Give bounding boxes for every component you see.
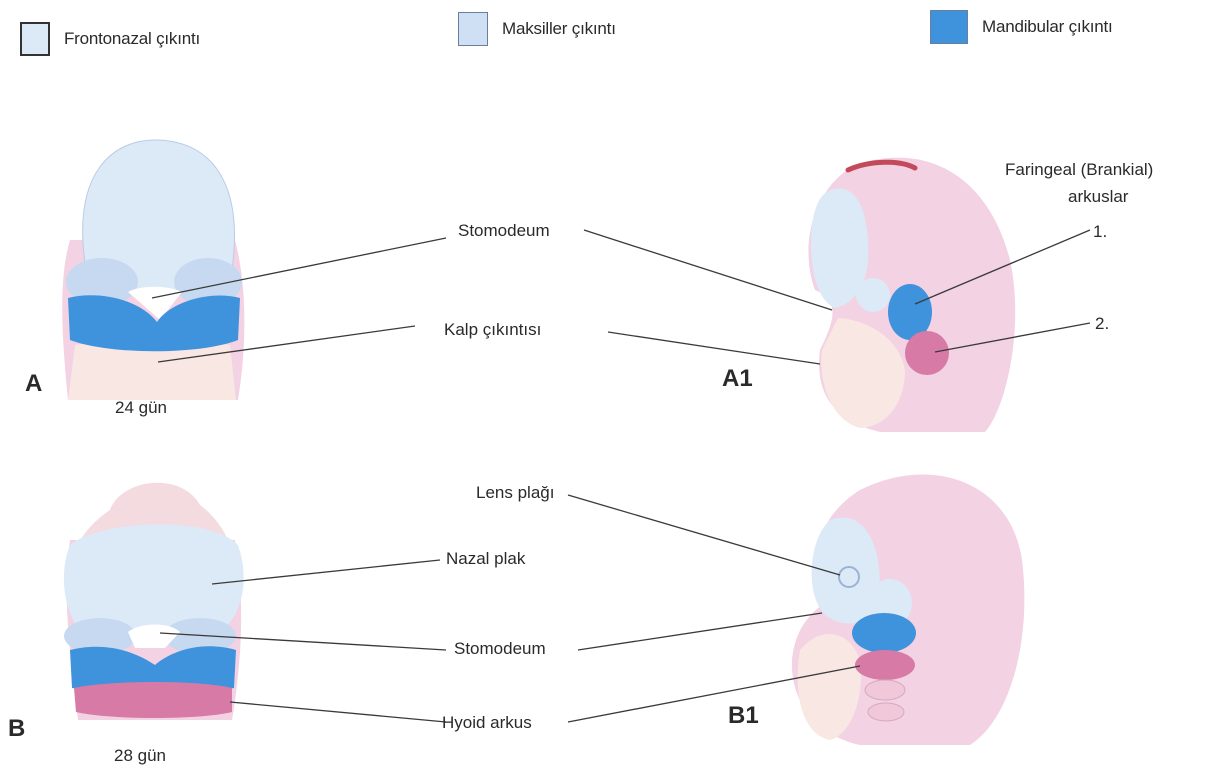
leader-kalp-a1 bbox=[608, 332, 820, 364]
label-faringeal-line1: Faringeal (Brankial) bbox=[1005, 160, 1153, 180]
embryo-a1-lateral bbox=[808, 158, 1015, 432]
leader-hyoid-b bbox=[230, 702, 446, 722]
label-arch-2: 2. bbox=[1095, 314, 1109, 334]
label-stomodeum-bottom: Stomodeum bbox=[454, 639, 546, 659]
embryo-a-frontal bbox=[62, 140, 244, 400]
embryo-b1-hyoid bbox=[855, 650, 915, 680]
panel-label-b1: B1 bbox=[728, 702, 759, 730]
leader-lens bbox=[568, 495, 840, 575]
label-kalp-cikintisi: Kalp çıkıntısı bbox=[444, 320, 541, 340]
label-arch-1: 1. bbox=[1093, 222, 1107, 242]
embryo-b1-arch-3 bbox=[865, 680, 905, 700]
embryo-b-hyoid bbox=[74, 682, 232, 718]
embryo-b-frontal bbox=[64, 483, 244, 720]
embryo-b1-arch-4 bbox=[868, 703, 904, 721]
leader-stomodeum-a1 bbox=[584, 230, 832, 310]
leader-nazal bbox=[212, 560, 440, 584]
panel-label-b: B bbox=[8, 715, 25, 743]
embryo-b1-lateral bbox=[792, 475, 1025, 745]
embryo-a1-arch-2 bbox=[905, 331, 949, 375]
panel-label-a1: A1 bbox=[722, 365, 753, 393]
lens-placode bbox=[839, 567, 859, 587]
embryo-b1-mandibular bbox=[852, 613, 916, 653]
label-lens-plagi: Lens plağı bbox=[476, 483, 554, 503]
day-label-28: 28 gün bbox=[114, 746, 166, 766]
embryo-a1-maxillary bbox=[856, 278, 890, 312]
label-nazal-plak: Nazal plak bbox=[446, 549, 525, 569]
label-stomodeum-top: Stomodeum bbox=[458, 221, 550, 241]
day-label-24: 24 gün bbox=[115, 398, 167, 418]
label-hyoid-arkus: Hyoid arkus bbox=[442, 713, 532, 733]
label-faringeal-line2: arkuslar bbox=[1068, 187, 1128, 207]
leader-stomodeum-b1 bbox=[578, 613, 822, 650]
panel-label-a: A bbox=[25, 370, 42, 398]
